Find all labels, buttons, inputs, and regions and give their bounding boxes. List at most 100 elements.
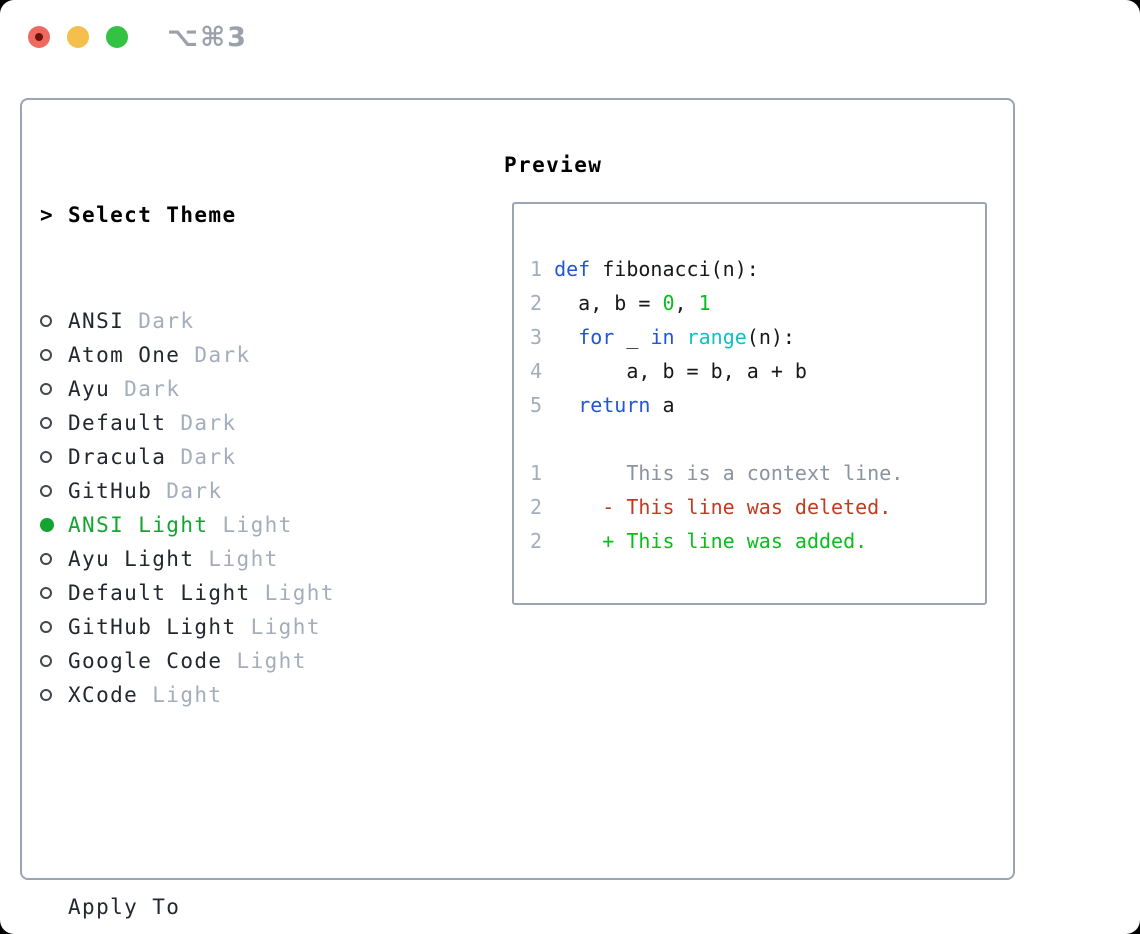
zoom-button[interactable]	[106, 26, 128, 48]
theme-name: Default Light	[68, 581, 251, 605]
theme-option-github[interactable]: GitHub Dark	[40, 474, 500, 508]
radio-unselected-icon	[40, 689, 52, 701]
theme-option-dracula[interactable]: Dracula Dark	[40, 440, 500, 474]
apply-to-heading-row: Apply To	[40, 890, 500, 924]
radio-unselected-icon	[40, 383, 52, 395]
theme-variant: Light	[236, 615, 321, 639]
theme-option-xcode[interactable]: XCode Light	[40, 678, 500, 712]
line-number: 5	[530, 393, 555, 417]
preview-line: 3 for _ in range(n):	[530, 320, 985, 354]
focus-caret-icon: >	[40, 203, 55, 227]
theme-variant: Light	[138, 683, 223, 707]
radio-unselected-icon	[40, 587, 52, 599]
radio-unselected-icon	[40, 417, 52, 429]
theme-variant: Light	[222, 649, 307, 673]
theme-variant: Dark	[110, 377, 181, 401]
radio-selected-icon	[40, 518, 54, 532]
theme-name: XCode	[68, 683, 139, 707]
theme-option-google-code[interactable]: Google Code Light	[40, 644, 500, 678]
theme-variant: Light	[250, 581, 335, 605]
token-p: a, b =	[554, 291, 663, 315]
minimize-button[interactable]	[67, 26, 89, 48]
apply-to-heading: Apply To	[68, 895, 181, 919]
preview-line: 5 return a	[530, 388, 985, 422]
preview-heading: Preview	[504, 153, 603, 177]
theme-name: GitHub Light	[68, 615, 237, 639]
theme-option-default-light[interactable]: Default Light Light	[40, 576, 500, 610]
theme-name: Ayu Light	[68, 547, 195, 571]
theme-variant: Dark	[152, 479, 223, 503]
theme-variant: Dark	[124, 309, 195, 333]
spacer	[40, 784, 500, 818]
token-p	[675, 325, 687, 349]
token-p	[554, 393, 578, 417]
preview-blank-line	[530, 422, 985, 456]
radio-unselected-icon	[40, 451, 52, 463]
theme-name: Ayu	[68, 377, 111, 401]
theme-name: Google Code	[68, 649, 223, 673]
radio-unselected-icon	[40, 485, 52, 497]
line-number: 2	[530, 291, 555, 315]
token-kw: return	[578, 393, 651, 417]
theme-name: Default	[68, 411, 167, 435]
theme-option-ayu[interactable]: Ayu Dark	[40, 372, 500, 406]
close-button[interactable]	[28, 26, 50, 48]
radio-unselected-icon	[40, 621, 52, 633]
token-b: range	[686, 325, 747, 349]
preview-line: 2 - This line was deleted.	[530, 490, 985, 524]
token-kw: for	[578, 325, 615, 349]
theme-variant: Dark	[166, 445, 237, 469]
line-number: 1	[530, 257, 555, 281]
token-p: _	[614, 325, 651, 349]
theme-name: Dracula	[68, 445, 167, 469]
theme-variant: Dark	[166, 411, 237, 435]
preview-line: 2 a, b = 0, 1	[530, 286, 985, 320]
token-ctx: This is a context line.	[554, 461, 904, 485]
window-title: ⌥⌘3	[167, 22, 248, 53]
token-p: (n):	[746, 325, 795, 349]
token-p: ,	[674, 291, 699, 315]
radio-unselected-icon	[40, 349, 52, 361]
line-number: 1	[530, 461, 555, 485]
theme-name: Atom One	[68, 343, 181, 367]
window-controls	[28, 26, 128, 48]
token-p: a, b = b, a + b	[554, 359, 807, 383]
token-kw: def	[554, 257, 591, 281]
token-g: 1	[698, 291, 711, 315]
select-theme-heading-row: > Select Theme	[40, 198, 500, 232]
radio-unselected-icon	[40, 655, 52, 667]
token-add: + This line was added.	[554, 529, 868, 553]
token-g: 0	[662, 291, 675, 315]
radio-unselected-icon	[40, 553, 52, 565]
token-p: fibonacci(n):	[590, 257, 759, 281]
theme-option-ansi[interactable]: ANSI Dark	[40, 304, 500, 338]
line-number: 2	[530, 529, 555, 553]
token-p	[554, 325, 578, 349]
preview-line: 1 This is a context line.	[530, 456, 985, 490]
token-p: a	[650, 393, 675, 417]
line-number: 4	[530, 359, 555, 383]
theme-option-github-light[interactable]: GitHub Light Light	[40, 610, 500, 644]
preview-line: 2 + This line was added.	[530, 524, 985, 558]
token-kw: in	[650, 325, 675, 349]
radio-unselected-icon	[40, 315, 52, 327]
theme-name: GitHub	[68, 479, 153, 503]
theme-option-atom-one[interactable]: Atom One Dark	[40, 338, 500, 372]
line-number: 2	[530, 495, 555, 519]
theme-option-ayu-light[interactable]: Ayu Light Light	[40, 542, 500, 576]
theme-variant: Light	[194, 547, 279, 571]
line-number: 3	[530, 325, 555, 349]
theme-option-ansi-light[interactable]: ANSI Light Light	[40, 508, 500, 542]
theme-name: ANSI	[68, 309, 125, 333]
theme-variant: Light	[208, 513, 293, 537]
theme-name: ANSI Light	[68, 513, 209, 537]
theme-option-default[interactable]: Default Dark	[40, 406, 500, 440]
preview-line: 4 a, b = b, a + b	[530, 354, 985, 388]
select-theme-heading: Select Theme	[68, 203, 237, 227]
